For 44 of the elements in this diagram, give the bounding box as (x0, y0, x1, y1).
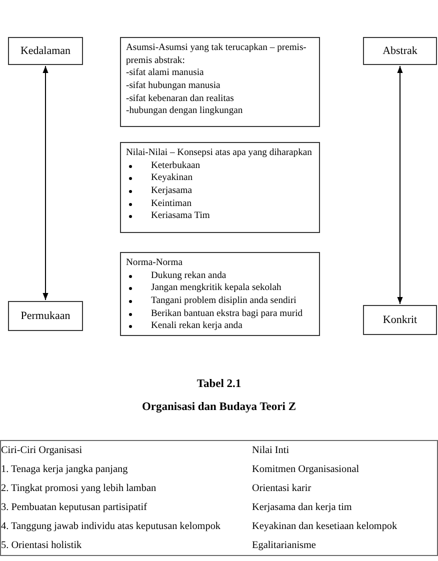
text-box (120, 142, 320, 233)
table-cell-text: Komitmen Organisasional (251, 463, 360, 477)
table-cell-text: Nilai Inti (251, 444, 290, 458)
list-item: Kerjasama (126, 184, 314, 198)
list-item: Jangan mengkritik kepala sekolah (126, 282, 314, 295)
table-cell-text: Egalitarianisme (251, 539, 317, 553)
box-text: Abstrak (382, 44, 418, 58)
list-item: Kenali rekan kerja anda (126, 320, 314, 333)
table-cell-text: 4. Tanggung jawab individu atas keputusan kelompok (1, 520, 222, 534)
box-text: Kedalaman (20, 44, 71, 58)
table-cell-text: 5. Orientasi holistik (1, 539, 83, 553)
double-arrow (397, 66, 403, 304)
table-cell-text: Kerjasama dan kerja tim (251, 501, 353, 515)
box-text: Nilai-Nilai – Konsepsi atas apa yang diharapkan (126, 147, 313, 160)
list-item: -sifat hubungan manusia (126, 80, 222, 93)
label-box (8, 301, 83, 331)
box-text: Asumsi-Asumsi yang tak terucapkan – premis-premis abstrak: (126, 42, 308, 68)
label-box (8, 37, 83, 65)
table-cell-text: 1. Tenaga kerja jangka panjang (1, 463, 129, 477)
table-title: Organisasi dan Budaya Teori Z (140, 401, 298, 413)
list-item: Keriasama Tim (126, 210, 314, 223)
table-number: Tabel 2.1 (196, 378, 242, 390)
table-cell-text: 2. Tingkat promosi yang lebih lamban (1, 482, 158, 496)
list-item: Tangani problem disiplin anda sendiri (126, 294, 314, 308)
double-arrow (42, 66, 48, 300)
label-box (363, 305, 437, 335)
list-item: -hubungan dengan lingkungan (126, 105, 244, 118)
table-cell-text: Ciri-Ciri Organisasi (1, 444, 84, 458)
text-box (120, 37, 320, 127)
table-cell-text: 3. Pembuatan keputusan partisipatif (1, 501, 148, 515)
list-item: Dukung rekan anda (126, 270, 314, 282)
box-text: Konkrit (382, 312, 418, 328)
list-item: Berikan bantuan ekstra bagi para murid (126, 308, 314, 320)
box-text: Permukaan (20, 308, 70, 324)
list-item: Keyakinan (126, 172, 314, 185)
list-item: -sifat kebenaran dan realitas (126, 92, 235, 106)
list-item: Keterbukaan (126, 160, 314, 172)
table-cell-text: Keyakinan dan kesetiaan kelompok (251, 520, 398, 534)
list-item: Keintiman (126, 198, 314, 210)
list-item: -sifat alami manusia (126, 67, 205, 80)
box-text: Norma-Norma (126, 257, 184, 270)
text-box (120, 252, 320, 336)
table-cell-text: Orientasi karir (251, 482, 312, 496)
label-box (363, 37, 437, 65)
